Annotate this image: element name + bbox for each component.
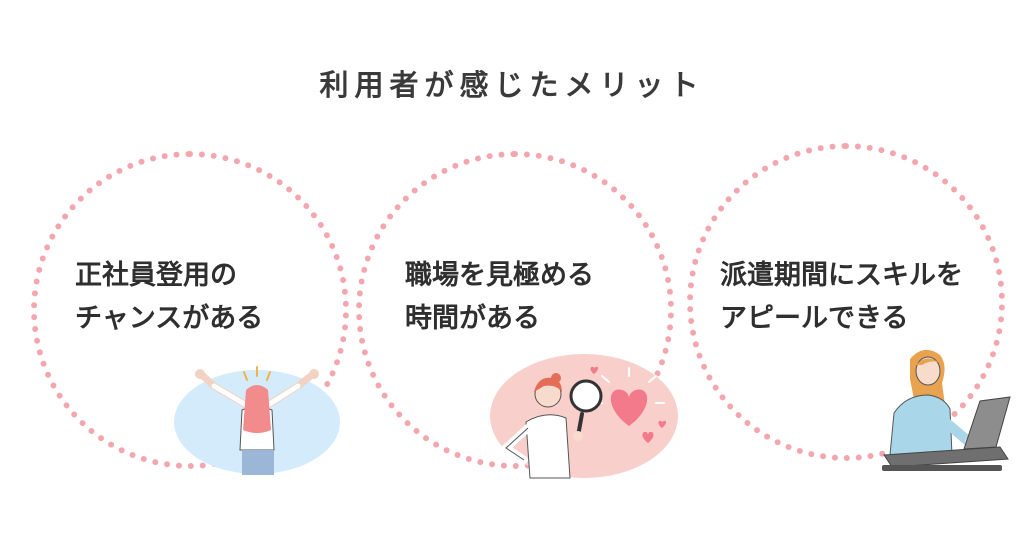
dotted-circle [31, 151, 349, 469]
merit-text: 職場を見極める 時間がある [405, 254, 594, 340]
merit-line-1: 職場を見極める [405, 260, 594, 291]
merit-line-2: 時間がある [405, 303, 540, 334]
merit-text: 派遣期間にスキルを アピールできる [720, 254, 963, 340]
woman-magnifying-glass-heart-illustration [486, 348, 686, 480]
merit-line-1: 派遣期間にスキルを [720, 260, 963, 291]
page-title: 利用者が感じたメリット [319, 68, 705, 102]
merit-line-2: アピールできる [720, 303, 909, 334]
dotted-circle [687, 143, 1005, 461]
woman-arms-raised-illustration [172, 350, 342, 475]
woman-using-laptop-illustration [872, 343, 1012, 475]
merit-line-2: チャンスがある [75, 303, 264, 334]
dotted-circle [356, 151, 674, 469]
merit-line-1: 正社員登用の [75, 260, 237, 291]
merit-text: 正社員登用の チャンスがある [75, 254, 263, 340]
